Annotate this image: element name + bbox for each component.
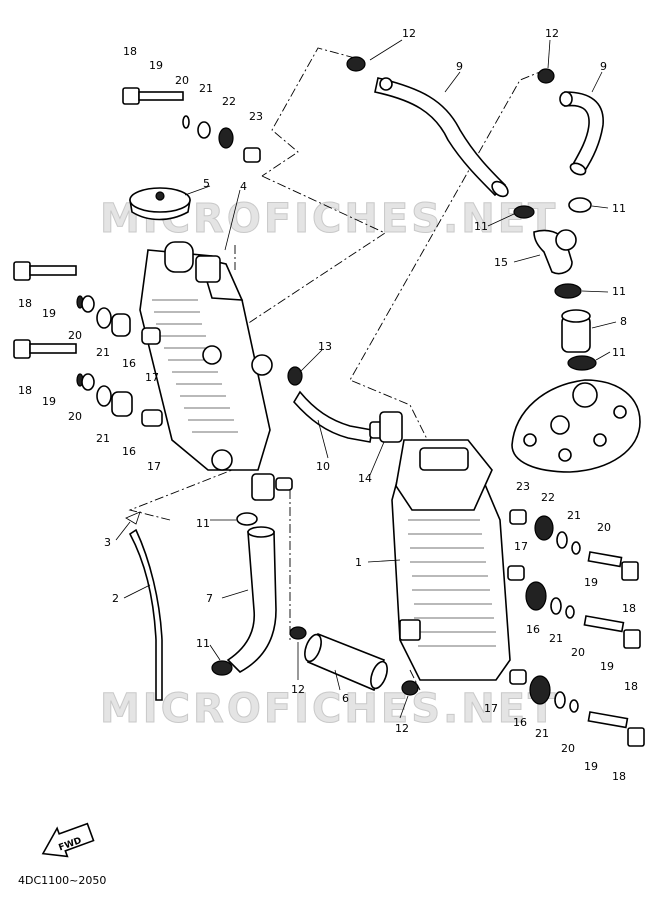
callout-18: 18	[624, 680, 638, 693]
callout-5: 5	[203, 177, 210, 190]
callout-12: 12	[395, 722, 409, 735]
callout-15: 15	[494, 256, 508, 269]
callout-4: 4	[240, 180, 247, 193]
callout-23: 23	[249, 110, 263, 123]
callout-18: 18	[18, 384, 32, 397]
callout-11: 11	[612, 285, 626, 298]
callout-9: 9	[600, 60, 607, 73]
callout-20: 20	[597, 521, 611, 534]
callouts: 12 9 12 9 18 19 20 21 22 23 5 4 11 11 15…	[18, 27, 638, 783]
radiator-cap	[129, 187, 191, 221]
fwd-arrow-icon: FWD	[41, 822, 95, 858]
callout-22: 22	[541, 491, 555, 504]
callout-16: 16	[122, 357, 136, 370]
hose-10	[287, 366, 387, 443]
callout-11: 11	[474, 220, 488, 233]
callout-1: 1	[355, 556, 362, 569]
callout-19: 19	[600, 660, 614, 673]
callout-11: 11	[612, 346, 626, 359]
callout-16: 16	[122, 445, 136, 458]
callout-20: 20	[68, 410, 82, 423]
callout-19: 19	[584, 760, 598, 773]
callout-19: 19	[149, 59, 163, 72]
callout-17: 17	[484, 702, 498, 715]
callout-10: 10	[316, 460, 330, 473]
callout-18: 18	[123, 45, 137, 58]
callout-21: 21	[199, 82, 213, 95]
callout-23: 23	[516, 480, 530, 493]
hose-6	[289, 626, 419, 696]
callout-22: 22	[222, 95, 236, 108]
callout-13: 13	[318, 340, 332, 353]
callout-12: 12	[402, 27, 416, 40]
radiator-right	[391, 439, 511, 681]
breather-pipe-2	[125, 511, 163, 701]
callout-9: 9	[456, 60, 463, 73]
callout-12: 12	[291, 683, 305, 696]
callout-18: 18	[612, 770, 626, 783]
bolt-set-right-lower	[509, 669, 645, 747]
callout-20: 20	[561, 742, 575, 755]
callout-8: 8	[620, 315, 627, 328]
callout-21: 21	[96, 432, 110, 445]
diagram-code: 4DC1100~2050	[18, 874, 106, 887]
hose-7	[211, 473, 293, 676]
bolt-set-right-upper	[509, 509, 639, 581]
joint-14	[379, 411, 403, 443]
bolt-set-right-middle	[507, 565, 641, 649]
hose-8	[561, 309, 591, 353]
callout-19: 19	[584, 576, 598, 589]
callout-20: 20	[175, 74, 189, 87]
callout-19: 19	[42, 395, 56, 408]
callout-21: 21	[567, 509, 581, 522]
callout-2: 2	[112, 592, 119, 605]
callout-12: 12	[545, 27, 559, 40]
bolt-set-left-upper	[13, 261, 161, 345]
callout-17: 17	[145, 371, 159, 384]
joint-15	[533, 229, 577, 275]
callout-7: 7	[206, 592, 213, 605]
bolt-set-left-lower	[13, 339, 163, 427]
callout-21: 21	[535, 727, 549, 740]
callout-11: 11	[612, 202, 626, 215]
callout-18: 18	[18, 297, 32, 310]
cylinder-head	[511, 379, 641, 473]
watermark-bottom: MICROFICHES.NET	[100, 686, 558, 732]
callout-16: 16	[526, 623, 540, 636]
callout-11: 11	[196, 637, 210, 650]
callout-16: 16	[513, 716, 527, 729]
callout-20: 20	[68, 329, 82, 342]
callout-6: 6	[342, 692, 349, 705]
callout-18: 18	[622, 602, 636, 615]
bolt-18-top	[122, 87, 261, 163]
callout-17: 17	[514, 540, 528, 553]
callout-20: 20	[571, 646, 585, 659]
callout-21: 21	[96, 346, 110, 359]
hose-9-left	[346, 56, 509, 198]
callout-17: 17	[147, 460, 161, 473]
callout-3: 3	[104, 536, 111, 549]
radiator-left	[139, 241, 273, 471]
clamps-upper-right	[513, 197, 597, 371]
leader-lines	[115, 39, 617, 719]
callout-19: 19	[42, 307, 56, 320]
hose-9-right	[537, 68, 604, 176]
callout-21: 21	[549, 632, 563, 645]
callout-11: 11	[196, 517, 210, 530]
callout-14: 14	[358, 472, 372, 485]
